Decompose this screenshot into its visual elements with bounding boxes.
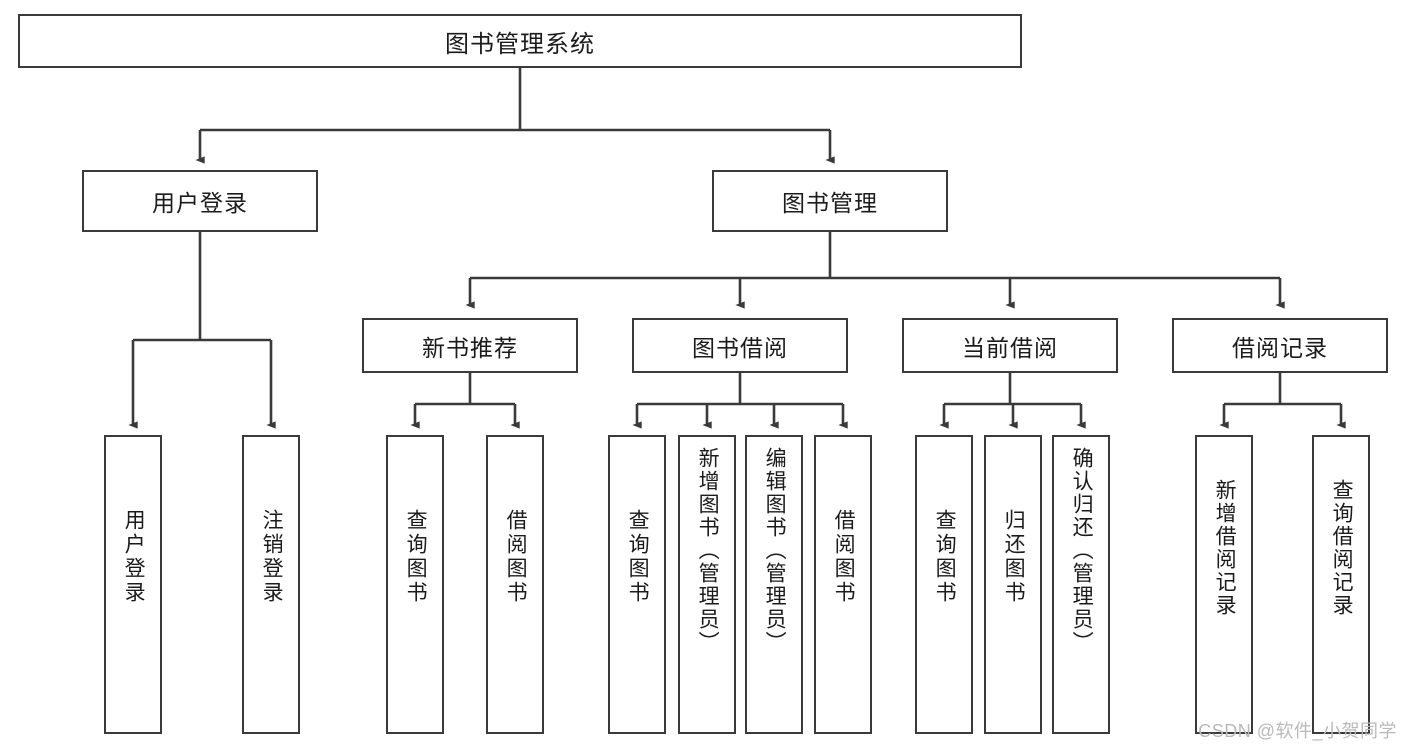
node-new-book-recommend-label: 新书推荐 — [422, 334, 518, 361]
node-borrow-record[interactable]: 借阅记录 — [1172, 318, 1388, 373]
node-book-management[interactable]: 图书管理 — [712, 170, 948, 232]
node-current-borrow-label: 当前借阅 — [962, 334, 1058, 361]
leaf-add-record-label: 新增借阅记录 — [1213, 479, 1237, 617]
leaf-edit-book[interactable]: 编辑图书（管理员） — [745, 435, 803, 734]
leaf-borrow-book-1[interactable]: 借阅图书 — [486, 435, 544, 734]
leaf-borrow-book-1-label: 借阅图书 — [504, 509, 528, 605]
node-book-management-label: 图书管理 — [782, 190, 878, 216]
leaf-user-login[interactable]: 用户登录 — [104, 435, 162, 734]
leaf-logout-login[interactable]: 注销登录 — [242, 435, 300, 734]
watermark: CSDN @软件_小贺同学 — [1198, 721, 1397, 741]
leaf-return-book-label: 归还图书 — [1002, 509, 1026, 605]
leaf-user-login-label: 用户登录 — [122, 509, 146, 605]
node-borrow-record-label: 借阅记录 — [1232, 334, 1328, 361]
node-book-borrow-label: 图书借阅 — [692, 334, 788, 361]
leaf-add-book-label: 新增图书（管理员） — [696, 447, 720, 654]
node-book-borrow[interactable]: 图书借阅 — [632, 318, 848, 373]
leaf-confirm-return[interactable]: 确认归还（管理员） — [1052, 435, 1110, 734]
leaf-query-record-label: 查询借阅记录 — [1330, 479, 1354, 617]
leaf-query-book-2-label: 查询图书 — [626, 509, 650, 605]
leaf-borrow-book-2[interactable]: 借阅图书 — [814, 435, 872, 734]
node-user-login-label: 用户登录 — [152, 190, 248, 216]
leaf-return-book[interactable]: 归还图书 — [984, 435, 1042, 734]
leaf-add-book[interactable]: 新增图书（管理员） — [678, 435, 736, 734]
leaf-logout-login-label: 注销登录 — [260, 509, 284, 605]
leaf-query-record[interactable]: 查询借阅记录 — [1312, 435, 1370, 734]
leaf-borrow-book-2-label: 借阅图书 — [832, 509, 856, 605]
leaf-query-book-1-label: 查询图书 — [404, 509, 428, 605]
node-user-login[interactable]: 用户登录 — [82, 170, 318, 232]
leaf-edit-book-label: 编辑图书（管理员） — [763, 447, 787, 654]
node-root-label: 图书管理系统 — [445, 30, 595, 58]
leaf-query-book-2[interactable]: 查询图书 — [608, 435, 666, 734]
leaf-add-record[interactable]: 新增借阅记录 — [1195, 435, 1253, 734]
node-root[interactable]: 图书管理系统 — [18, 14, 1022, 68]
leaf-query-book-1[interactable]: 查询图书 — [386, 435, 444, 734]
leaf-confirm-return-label: 确认归还（管理员） — [1070, 447, 1094, 654]
leaf-query-book-3[interactable]: 查询图书 — [915, 435, 973, 734]
node-current-borrow[interactable]: 当前借阅 — [902, 318, 1118, 373]
leaf-query-book-3-label: 查询图书 — [933, 509, 957, 605]
node-new-book-recommend[interactable]: 新书推荐 — [362, 318, 578, 373]
